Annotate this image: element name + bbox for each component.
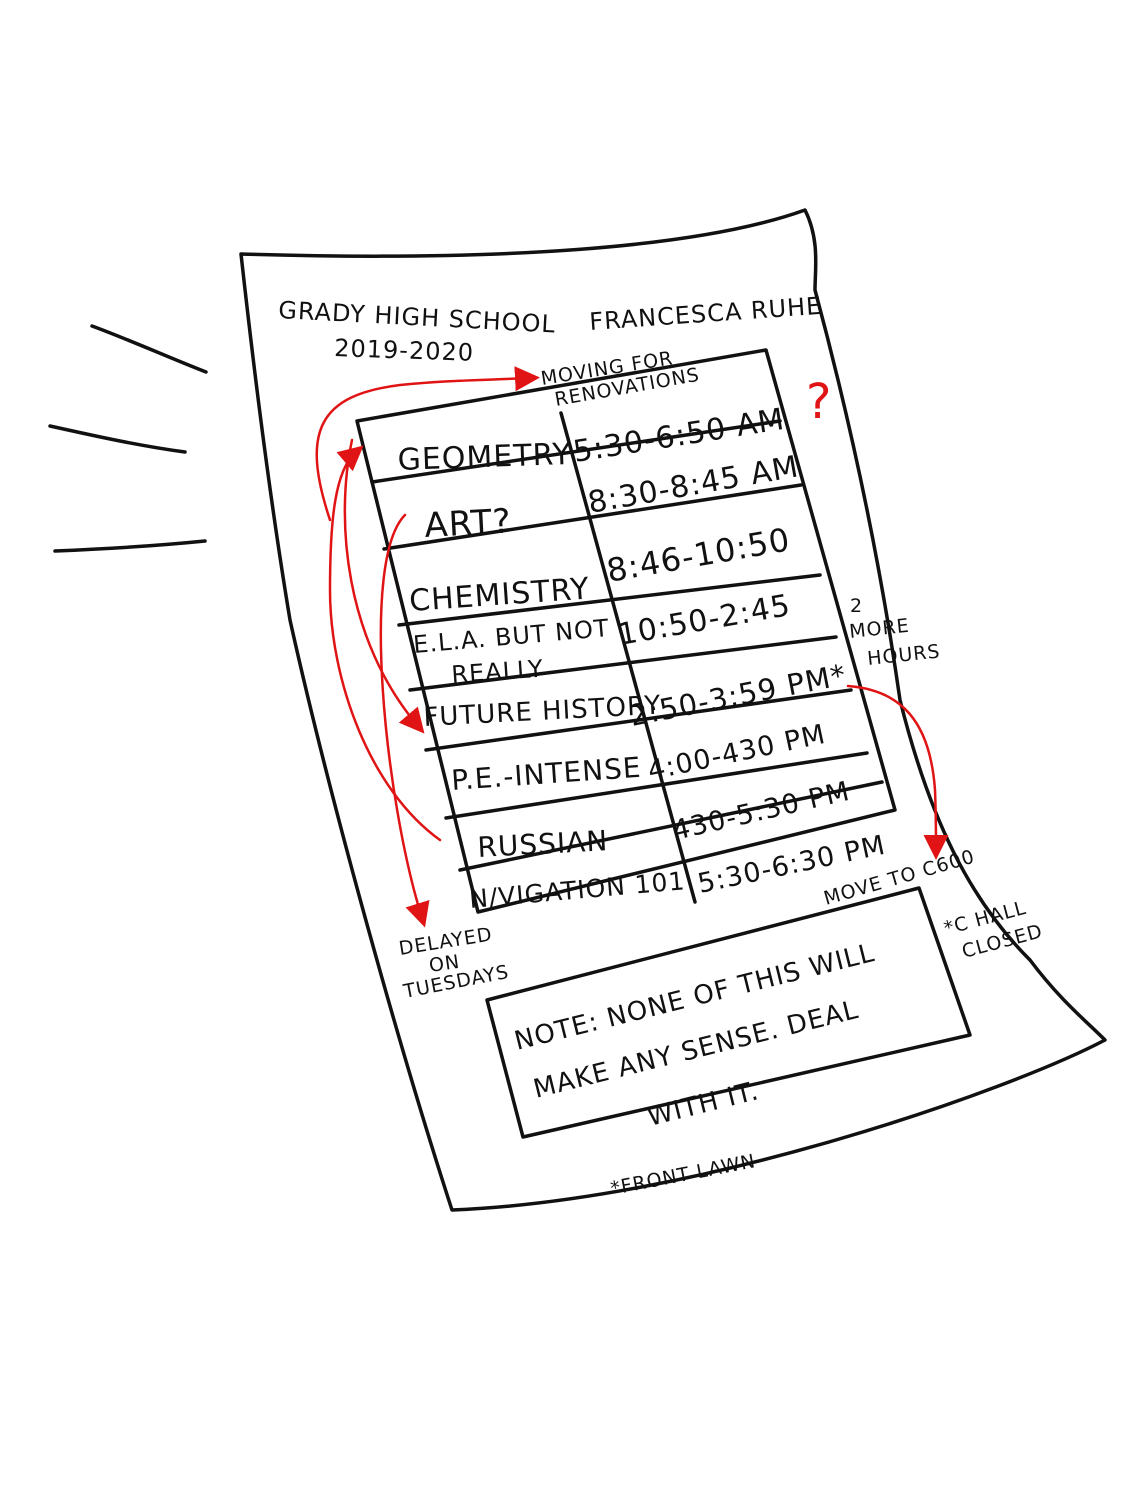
subject-cell: FUTURE HISTORY <box>423 691 662 733</box>
subject-cell: N/VIGATION 101 <box>468 866 687 914</box>
red-annotations: ? <box>315 366 949 928</box>
table-row-divider <box>397 573 822 627</box>
note-box-border <box>485 886 972 1139</box>
front-lawn-note: *FRONT LAWN <box>609 1150 758 1200</box>
motion-line <box>90 324 208 374</box>
school-year: 2019-2020 <box>334 334 475 367</box>
table-row-divider <box>382 483 803 551</box>
subject-cell-line2: REALLY <box>450 655 544 689</box>
subject-cell: P.E.-INTENSE <box>450 751 642 797</box>
motion-lines <box>48 324 208 553</box>
time-cell: 4:00-430 PM <box>645 719 829 787</box>
paper-sheet <box>239 208 1107 1212</box>
delayed-note: ON <box>428 951 462 977</box>
time-cell: 8:46-10:50 <box>604 520 793 590</box>
more-hours-note: 2 <box>850 595 863 617</box>
subject-cell: RUSSIAN <box>477 824 609 864</box>
student-name: FRANCESCA RUHE <box>588 292 823 336</box>
table-column-divider <box>559 411 697 904</box>
arrow-to-renovations <box>315 366 540 522</box>
arrow-to-future-history <box>343 438 425 734</box>
table-row-divider <box>424 688 853 752</box>
motion-line <box>48 424 187 454</box>
more-hours-note: MORE <box>848 615 911 643</box>
table-row-divider <box>458 780 884 872</box>
subject-cell: GEOMETRY <box>397 437 572 478</box>
table-row-divider <box>408 635 838 692</box>
table-row-divider <box>370 419 782 484</box>
arrow-delayed-tuesdays <box>379 513 430 928</box>
note-box: NOTE: NONE OF THIS WILL MAKE ANY SENSE. … <box>485 886 972 1139</box>
school-name: GRADY HIGH SCHOOL <box>278 296 557 338</box>
subject-cell: ART? <box>423 501 512 546</box>
note-text: WITH IT. <box>644 1076 762 1133</box>
arrow-to-geometry <box>328 445 442 842</box>
subject-cell: CHEMISTRY <box>408 571 591 619</box>
table-row-divider <box>444 751 869 820</box>
question-mark: ? <box>806 374 832 430</box>
arrow-to-room-move <box>846 684 949 860</box>
time-cell: 430-5:30 PM <box>670 776 853 847</box>
schedule-table <box>355 348 897 914</box>
more-hours-note: HOURS <box>866 640 941 670</box>
motion-line <box>53 539 207 553</box>
